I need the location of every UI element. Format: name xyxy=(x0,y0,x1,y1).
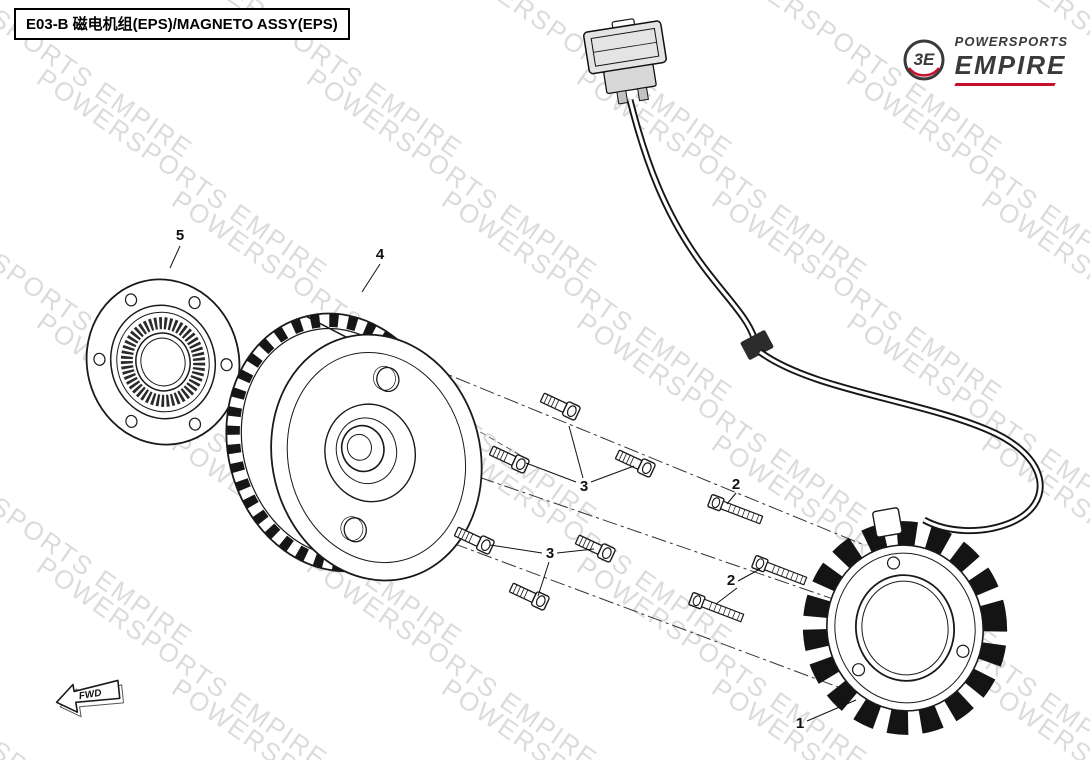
stator-drawing xyxy=(802,507,1008,735)
fwd-arrow: FWD xyxy=(55,679,124,718)
diagram-title: E03-B 磁电机组(EPS)/MAGNETO ASSY(EPS) xyxy=(14,8,350,40)
brand-monogram: 3E xyxy=(913,50,934,69)
wire-harness xyxy=(626,99,1044,535)
watermark-text: POWERSPORTS EMPIRE xyxy=(302,62,604,286)
watermark-text: POWERSPORTS EMPIRE xyxy=(572,306,874,530)
watermark-text: POWERSPORTS EMPIRE xyxy=(707,184,1009,408)
rotor-bolt-group-upper xyxy=(487,389,657,479)
watermark-text: POWERSPORTS EMPIRE xyxy=(32,550,334,760)
brand-emblem-icon: 3E xyxy=(903,39,945,81)
fwd-label: FWD xyxy=(78,688,102,702)
brand-bottom-text: EMPIRE xyxy=(954,50,1067,80)
watermark-text: POWERSPORTS EMPIRE xyxy=(32,62,334,286)
leader-lines xyxy=(169,245,857,722)
wire-grommet xyxy=(740,330,774,360)
callout-5: 5 xyxy=(176,227,184,244)
callout-3-lower: 3 xyxy=(546,545,554,562)
brand-logo: 3E POWERSPORTS EMPIRE xyxy=(901,34,1068,86)
callout-2-lower: 2 xyxy=(727,572,735,589)
stator-bolt xyxy=(706,493,765,527)
watermark-text: POWERSPORTS EMPIRE xyxy=(572,62,874,286)
stator-bolt-group xyxy=(687,493,809,625)
socket-bolt xyxy=(538,389,582,422)
one-way-clutch-flange-drawing xyxy=(85,278,241,446)
callout-4: 4 xyxy=(376,246,385,263)
socket-bolt xyxy=(613,446,657,479)
diagram-title-text: E03-B 磁电机组(EPS)/MAGNETO ASSY(EPS) xyxy=(26,16,338,33)
connector-drawing xyxy=(583,18,667,105)
callouts: 5 4 3 3 2 2 1 xyxy=(176,227,804,732)
rotor-drawing xyxy=(225,312,483,582)
watermark-text: POWERSPORTS EMPIRE xyxy=(437,184,739,408)
callout-3-upper: 3 xyxy=(580,478,588,495)
brand-wordmark: POWERSPORTS EMPIRE xyxy=(953,34,1068,86)
callout-1: 1 xyxy=(796,715,804,732)
brand-red-accent xyxy=(953,83,1056,86)
socket-bolt xyxy=(507,579,551,612)
stator-bolt xyxy=(750,554,809,588)
brand-top-text: POWERSPORTS xyxy=(954,34,1068,49)
watermark-text: POWERSPORTS EMPIRE xyxy=(302,550,604,760)
callout-2-upper: 2 xyxy=(732,476,740,493)
